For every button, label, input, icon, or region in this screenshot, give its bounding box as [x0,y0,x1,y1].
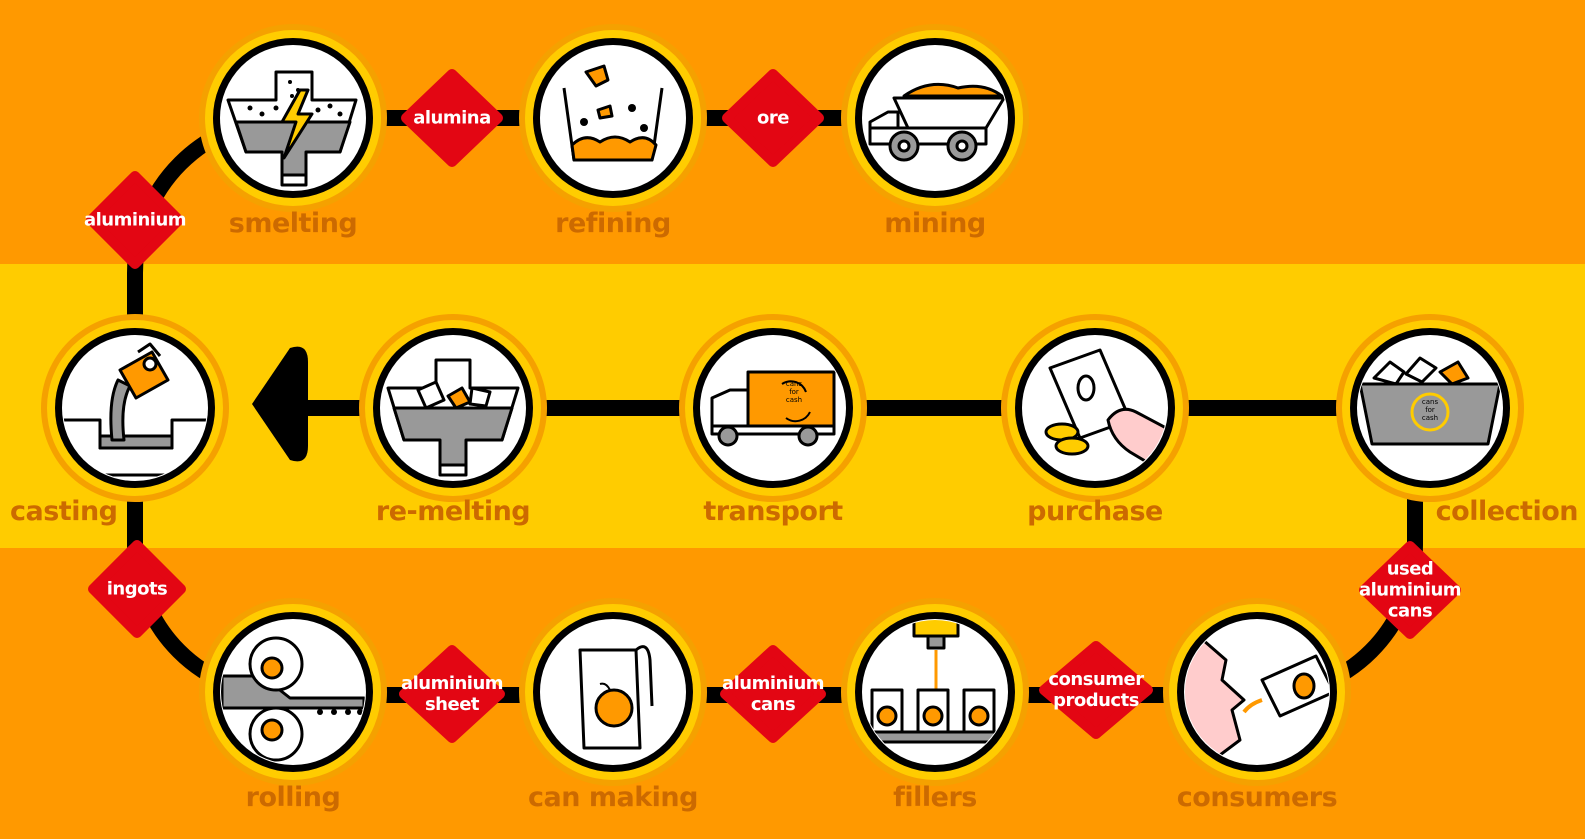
material-tag-ore: ore [757,108,789,129]
material-tag-sheet-line-2: sheet [424,694,480,715]
material-diamond-used-cans [1359,541,1461,639]
can-filling-icon [863,620,1007,744]
material-tag-aluminium-text: aluminium [83,209,187,231]
can-making-icon [578,645,654,750]
arrow-left-icon [252,346,308,462]
material-diamond-alumina [401,69,503,167]
dump-truck-icon [868,82,1006,162]
bin-label-line-3: cash [1421,414,1439,422]
material-tag-cans-line-2: cans [750,694,796,715]
stage-label-transport: transport [703,496,843,527]
material-tag-used-cans-line-1: used [1386,558,1434,580]
material-tag-consumer-products-line-2: products [1053,690,1139,711]
bin-label: cans for cash [1416,398,1444,422]
stage-label-mining: mining [884,208,986,239]
truck-label-line-1: cans [785,380,803,388]
material-diamond-cans [720,645,826,743]
material-tag-sheet: aluminium sheet [400,673,504,715]
material-tag-consumer-products-line-1: consumer [1048,669,1144,690]
material-diamond-sheet [399,645,505,743]
delivery-truck-icon [710,370,836,447]
material-tag-alumina: alumina [413,108,491,129]
stage-label-consumers: consumers [1176,782,1338,813]
truck-label: cans for cash [780,380,808,404]
material-diamond-ore [722,69,824,167]
stage-label-can-making: can making [528,782,698,813]
refining-tank-icon [562,64,664,162]
stage-label-fillers: fillers [893,782,977,813]
material-tag-ingots: ingots [107,579,168,600]
collection-bin-icon [1358,356,1502,446]
stage-label-purchase: purchase [1027,496,1163,527]
remelting-furnace-icon [386,358,520,477]
material-tag-used-cans-line-3: cans [1387,600,1433,622]
material-diamond-aluminium [86,171,184,269]
stage-label-rolling: rolling [245,782,341,813]
stage-label-remelting: re-melting [375,496,531,527]
material-diamond-ingots [88,540,186,638]
material-tag-cans: aluminium cans [721,673,825,715]
stage-label-collection: collection [1435,496,1579,527]
stage-label-smelting: smelting [228,208,358,239]
material-tag-used-cans: used aluminium cans [1358,558,1462,622]
material-tag-sheet-line-1: aluminium [400,673,504,694]
truck-label-line-3: cash [785,396,803,404]
stage-label-casting: casting [10,496,118,527]
material-diamond-consumer-products [1039,641,1153,739]
truck-label-line-2: for [789,388,799,396]
smelter-pot-icon [226,70,358,187]
material-tag-aluminium: aluminium [83,209,187,231]
material-tag-used-cans-line-2: aluminium [1358,579,1462,601]
bin-label-line-2: for [1425,406,1435,414]
material-tag-ore-text: ore [757,107,789,129]
material-tag-consumer-products: consumer products [1048,669,1144,711]
material-tag-ingots-text: ingots [106,578,168,600]
stage-label-refining: refining [555,208,671,239]
material-tag-alumina-text: alumina [413,107,491,129]
casting-ladle-icon [63,342,207,477]
rolling-mill-icon [221,636,365,762]
bin-label-line-1: cans [1421,398,1439,406]
material-tag-cans-line-1: aluminium [721,673,825,694]
